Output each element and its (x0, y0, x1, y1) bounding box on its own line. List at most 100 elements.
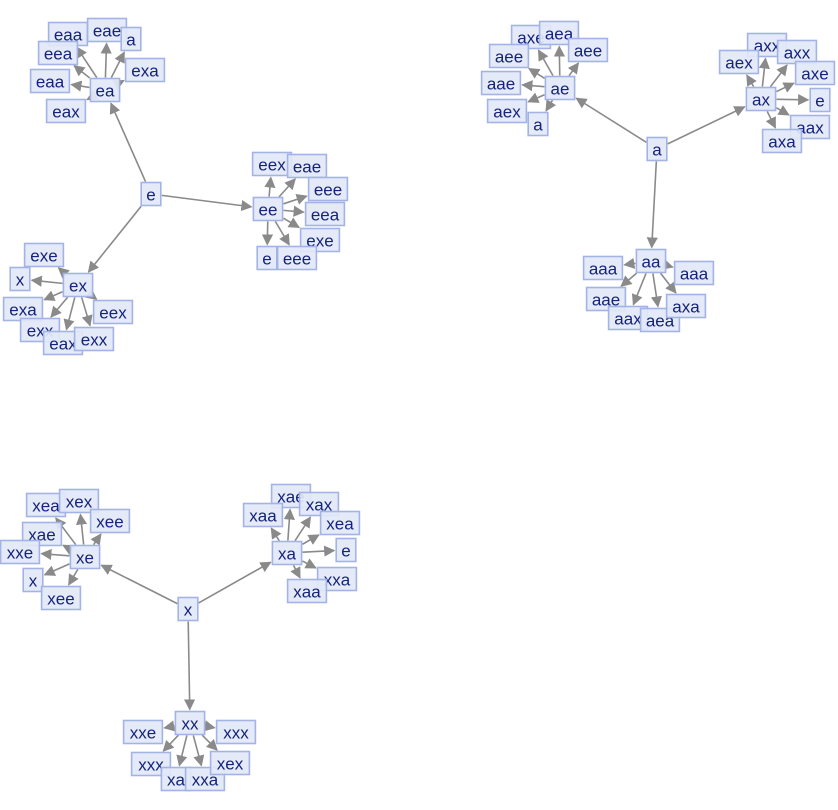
leaf-node[interactable]: eax (45, 98, 87, 124)
edge-hub-to-leaf (90, 533, 102, 546)
node-box (271, 540, 303, 566)
leaf-node[interactable]: e (335, 537, 357, 563)
leaf-node[interactable]: xxe (122, 719, 164, 745)
leaf-node[interactable]: xa (160, 766, 192, 792)
node-box (177, 596, 199, 622)
leaf-node[interactable]: xea (319, 510, 361, 536)
leaf-node[interactable]: exa (2, 296, 44, 322)
hub-node[interactable]: ee (252, 196, 284, 222)
leaf-node[interactable]: xxa (316, 566, 358, 592)
leaf-node[interactable]: e (809, 87, 831, 113)
leaf-node[interactable]: xax (298, 491, 340, 517)
root-node[interactable]: e (140, 181, 162, 207)
leaf-node[interactable]: eex (251, 151, 293, 177)
leaf-node[interactable]: aex (718, 49, 760, 75)
node-label: axa (672, 298, 700, 317)
leaf-node[interactable]: aaa (582, 255, 624, 281)
leaf-node[interactable]: x (9, 266, 31, 292)
leaf-node[interactable]: xee (89, 508, 131, 534)
node-label: xea (326, 515, 354, 534)
edge-hub-to-leaf (302, 545, 336, 557)
leaf-node[interactable]: aaa (673, 260, 715, 286)
leaf-node[interactable]: exa (124, 57, 166, 83)
node-box (809, 87, 831, 113)
leaf-node[interactable]: eea (37, 40, 79, 66)
node-box (45, 98, 87, 124)
edge-hub-to-leaf (769, 64, 788, 88)
hub-node[interactable]: ex (62, 272, 94, 298)
leaf-node[interactable]: eex (92, 299, 134, 325)
leaf-node[interactable]: xxe (0, 539, 41, 565)
edge-hub-to-leaf (176, 735, 188, 767)
leaf-node[interactable]: aee (488, 43, 530, 69)
root-node[interactable]: x (177, 596, 199, 622)
leaf-node[interactable]: axx (776, 39, 818, 65)
edge-hub-to-leaf (30, 275, 63, 287)
node-box (92, 299, 134, 325)
node-box (745, 86, 777, 112)
leaf-node[interactable]: axe (794, 60, 836, 86)
leaf-node[interactable]: eaa (47, 21, 89, 47)
leaf-node[interactable]: x (22, 567, 44, 593)
leaf-node[interactable]: eea (304, 201, 346, 227)
edge-hub-to-leaf (650, 273, 662, 308)
leaf-node[interactable]: axa (665, 293, 707, 319)
edge-hub-to-leaf (85, 288, 98, 300)
edge-hub-to-leaf (623, 257, 636, 269)
leaf-node[interactable]: eaa (29, 68, 71, 94)
leaf-node[interactable]: aex (486, 98, 528, 124)
node-label: xa (167, 771, 186, 790)
leaf-node[interactable]: eax (42, 330, 84, 356)
edge-root-to-hub (109, 102, 147, 182)
edge-hub-to-leaf (758, 57, 770, 87)
hub-node[interactable]: ea (89, 77, 121, 103)
node-box (62, 272, 94, 298)
node-label: aae (592, 291, 620, 310)
leaf-node[interactable]: xaa (286, 578, 328, 604)
leaf-node[interactable]: xex (58, 488, 100, 514)
leaf-node[interactable]: exx (73, 326, 115, 352)
leaf-node[interactable]: a (527, 111, 549, 137)
leaf-node[interactable]: aae (480, 70, 522, 96)
leaf-node[interactable]: aee (567, 37, 609, 63)
edge-hub-to-leaf (80, 297, 93, 327)
leaf-node[interactable]: xxx (215, 719, 257, 745)
hub-node[interactable]: xe (69, 544, 101, 570)
node-label: xxx (223, 724, 249, 743)
hub-node[interactable]: xx (174, 710, 206, 736)
edge-hub-to-leaf (40, 548, 70, 561)
edge-hub-to-leaf (527, 92, 545, 103)
hub-node[interactable]: ax (745, 86, 777, 112)
leaf-node[interactable]: xea (25, 492, 67, 518)
edge-hub-to-leaf (283, 217, 300, 229)
root-node[interactable]: a (646, 136, 668, 162)
node-box (335, 537, 357, 563)
leaf-node[interactable]: aax (607, 305, 649, 331)
node-label: eaa (54, 26, 83, 45)
hub-node[interactable]: ae (544, 75, 576, 101)
leaf-node[interactable]: xaa (242, 502, 284, 528)
hub-node[interactable]: aa (635, 248, 667, 274)
edge-hub-to-leaf (294, 516, 312, 542)
node-label: aex (725, 54, 753, 73)
node-box (73, 326, 115, 352)
edge-hub-to-leaf (162, 734, 179, 752)
edge-hub-to-leaf (545, 99, 557, 112)
leaf-node[interactable]: exe (23, 242, 65, 268)
leaf-node[interactable]: eae (86, 17, 128, 43)
leaf-node[interactable]: xee (40, 585, 82, 611)
leaf-node[interactable]: eae (286, 153, 328, 179)
node-box (527, 111, 549, 137)
leaf-node[interactable]: xex (209, 750, 251, 776)
leaf-node[interactable]: axa (761, 128, 803, 154)
leaf-node[interactable]: a (120, 26, 142, 52)
edge-hub-to-leaf (86, 89, 99, 101)
node-label: eee (314, 181, 342, 200)
leaf-node[interactable]: eee (276, 245, 318, 271)
node-label: ex (69, 277, 87, 296)
hub-node[interactable]: xa (271, 540, 303, 566)
leaf-node[interactable]: eee (307, 176, 349, 202)
leaf-node[interactable]: aae (585, 286, 627, 312)
node-box (89, 77, 121, 103)
leaf-node[interactable]: e (256, 245, 278, 271)
